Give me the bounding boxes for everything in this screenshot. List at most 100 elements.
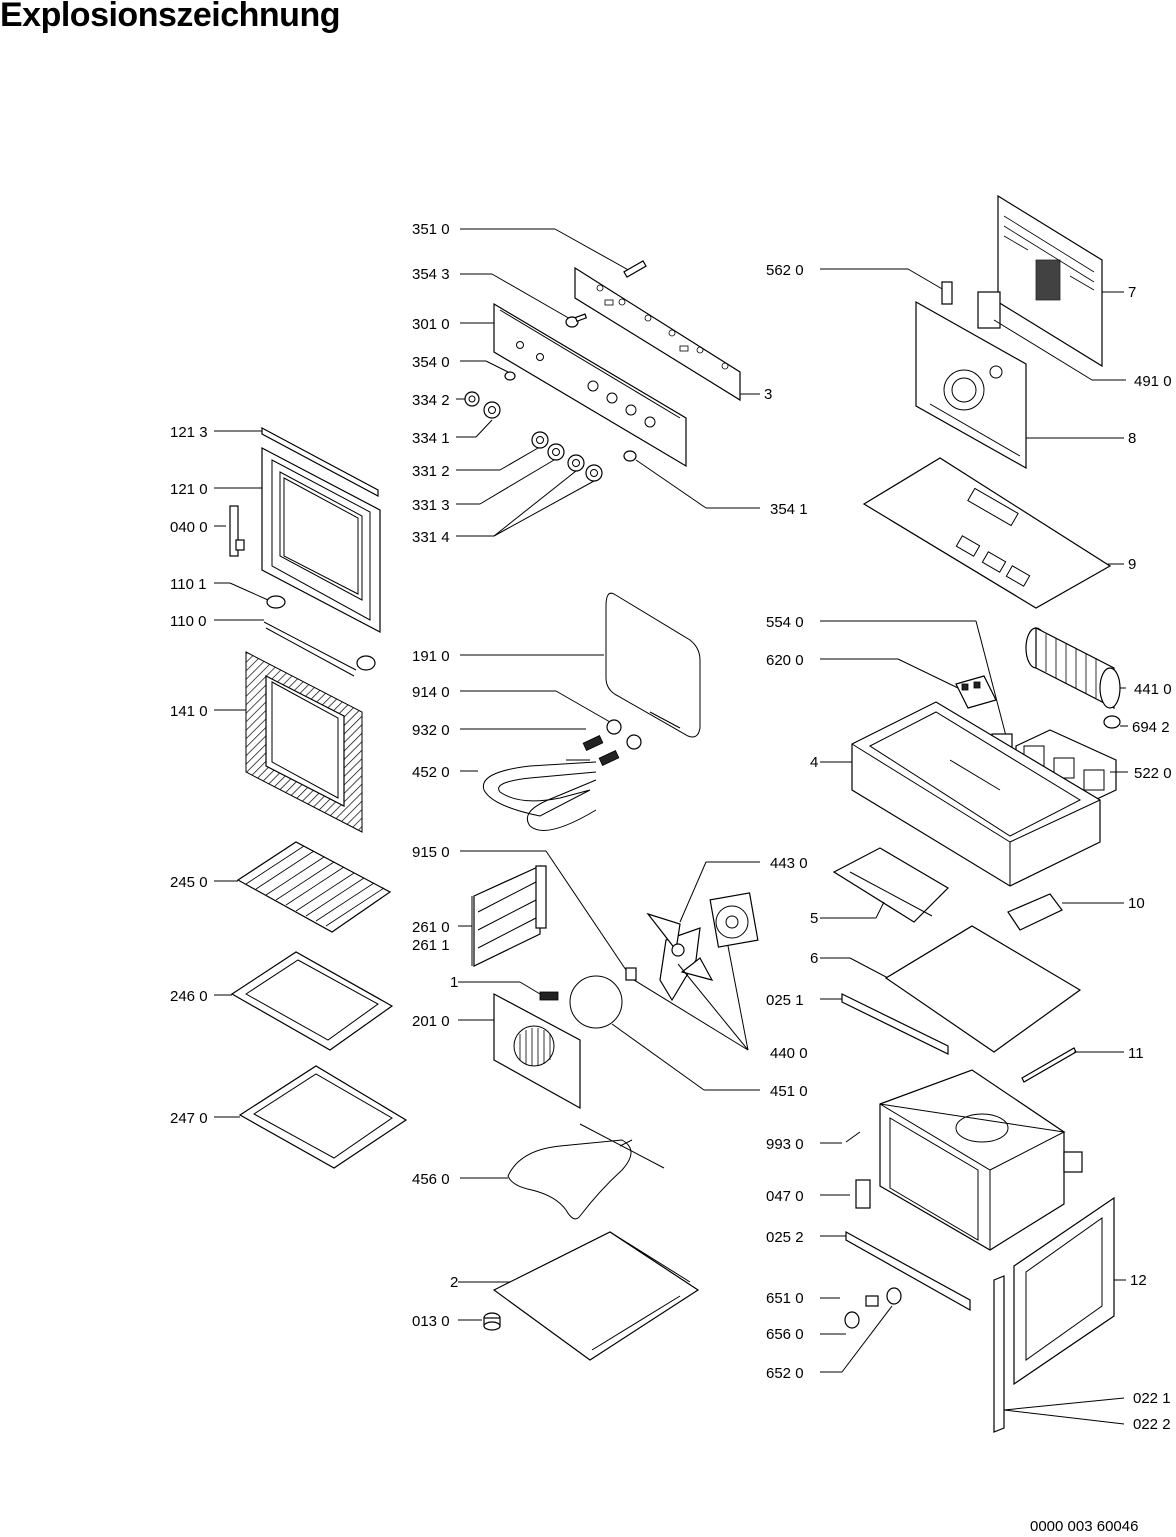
label-2: 2 <box>450 1274 458 1291</box>
right-group <box>820 194 1128 1433</box>
part-10 <box>1007 893 1124 931</box>
label-7: 7 <box>1128 284 1136 301</box>
label-354-3: 354 3 <box>412 266 450 283</box>
part-932-0-springs <box>460 728 620 766</box>
part-354-1 <box>623 450 760 509</box>
document-number: 0000 003 60046 <box>1030 1518 1139 1535</box>
part-331-knobs <box>456 431 603 537</box>
label-261-0: 261 0 <box>412 919 450 936</box>
label-5: 5 <box>810 910 818 927</box>
part-301-0-front-panel <box>460 302 687 468</box>
label-12: 12 <box>1130 1272 1147 1289</box>
part-656-0 <box>820 1311 860 1335</box>
label-3: 3 <box>764 386 772 403</box>
label-022-1: 022 1 <box>1133 1390 1171 1407</box>
part-334-2-knob <box>456 391 480 407</box>
part-491-0 <box>977 291 1126 381</box>
part-4-main-frame <box>820 701 1101 887</box>
part-993-0-screw <box>820 1131 861 1144</box>
label-301-0: 301 0 <box>412 316 450 333</box>
label-694-2: 694 2 <box>1132 719 1170 736</box>
part-110-0-handle <box>214 619 376 677</box>
label-261-1: 261 1 <box>412 937 450 954</box>
label-915-0: 915 0 <box>412 844 450 861</box>
part-labels: 351 0 354 3 301 0 354 0 334 2 334 1 331 … <box>170 221 1172 1433</box>
part-441-0-tangential-fan <box>1025 627 1126 709</box>
label-331-4: 331 4 <box>412 529 450 546</box>
label-993-0: 993 0 <box>766 1136 804 1153</box>
part-7-rear-cover <box>997 194 1124 368</box>
label-656-0: 656 0 <box>766 1326 804 1343</box>
part-9-top-cover <box>862 457 1124 609</box>
part-247-0-tray <box>214 1065 408 1169</box>
label-554-0: 554 0 <box>766 614 804 631</box>
label-440-0: 440 0 <box>770 1045 808 1062</box>
part-040-0-hinge <box>214 505 245 557</box>
part-334-1-knob <box>456 401 501 438</box>
part-351-0 <box>460 228 647 278</box>
label-491-0: 491 0 <box>1134 373 1172 390</box>
label-331-2: 331 2 <box>412 463 450 480</box>
center-group <box>458 592 760 1361</box>
label-10: 10 <box>1128 895 1145 912</box>
part-191-0-gasket <box>460 592 701 738</box>
label-522-0: 522 0 <box>1134 765 1172 782</box>
label-191-0: 191 0 <box>412 648 450 665</box>
label-110-0: 110 0 <box>170 613 206 630</box>
label-201-0: 201 0 <box>412 1013 450 1030</box>
label-6: 6 <box>810 950 818 967</box>
label-652-0: 652 0 <box>766 1365 804 1382</box>
label-040-0: 040 0 <box>170 519 208 536</box>
label-620-0: 620 0 <box>766 652 804 669</box>
page-title: Explosionszeichnung <box>0 0 340 34</box>
label-121-3: 121 3 <box>170 424 208 441</box>
label-013-0: 013 0 <box>412 1313 450 1330</box>
label-452-0: 452 0 <box>412 764 450 781</box>
control-panel-group <box>456 228 760 537</box>
label-121-0: 121 0 <box>170 481 208 498</box>
part-6-plate <box>820 925 1082 1053</box>
label-451-0: 451 0 <box>770 1083 808 1100</box>
part-452-0-top-element <box>460 759 597 831</box>
part-2-bottom-plate <box>458 1231 700 1361</box>
label-443-0: 443 0 <box>770 855 808 872</box>
label-354-0: 354 0 <box>412 354 450 371</box>
label-8: 8 <box>1128 430 1136 447</box>
part-915-0 <box>460 850 637 981</box>
part-oven-cavity <box>879 1069 1083 1251</box>
part-652-0 <box>820 1305 893 1373</box>
part-354-0 <box>460 360 516 381</box>
part-245-0-rack <box>214 841 392 933</box>
part-694-2 <box>1103 715 1128 729</box>
door-group <box>214 426 408 1169</box>
part-8-rear-plate <box>915 300 1124 470</box>
part-5 <box>820 847 949 923</box>
label-110-1: 110 1 <box>170 576 206 593</box>
label-025-1: 025 1 <box>766 992 804 1009</box>
label-1: 1 <box>450 974 458 991</box>
label-4: 4 <box>810 754 818 771</box>
part-110-1 <box>214 582 286 609</box>
label-9: 9 <box>1128 556 1136 573</box>
part-022-side-strip <box>993 1275 1125 1433</box>
label-354-1: 354 1 <box>770 501 808 518</box>
label-022-2: 022 2 <box>1133 1416 1171 1433</box>
part-201-0-rear-panel <box>458 992 581 1110</box>
label-456-0: 456 0 <box>412 1171 450 1188</box>
part-651-0 <box>820 1287 902 1307</box>
part-bracket-plate <box>574 266 760 402</box>
label-247-0: 247 0 <box>170 1110 208 1127</box>
label-562-0: 562 0 <box>766 262 804 279</box>
part-440-0-fan <box>633 861 760 1051</box>
part-261-shelf-guides <box>458 865 547 967</box>
label-914-0: 914 0 <box>412 684 450 701</box>
label-334-1: 334 1 <box>412 430 450 447</box>
label-932-0: 932 0 <box>412 722 450 739</box>
part-914-0 <box>460 690 642 750</box>
label-331-3: 331 3 <box>412 497 450 514</box>
part-013-0-foot <box>458 1312 501 1331</box>
part-562-0 <box>820 268 953 305</box>
label-11: 11 <box>1128 1045 1144 1062</box>
part-354-3 <box>460 273 588 328</box>
